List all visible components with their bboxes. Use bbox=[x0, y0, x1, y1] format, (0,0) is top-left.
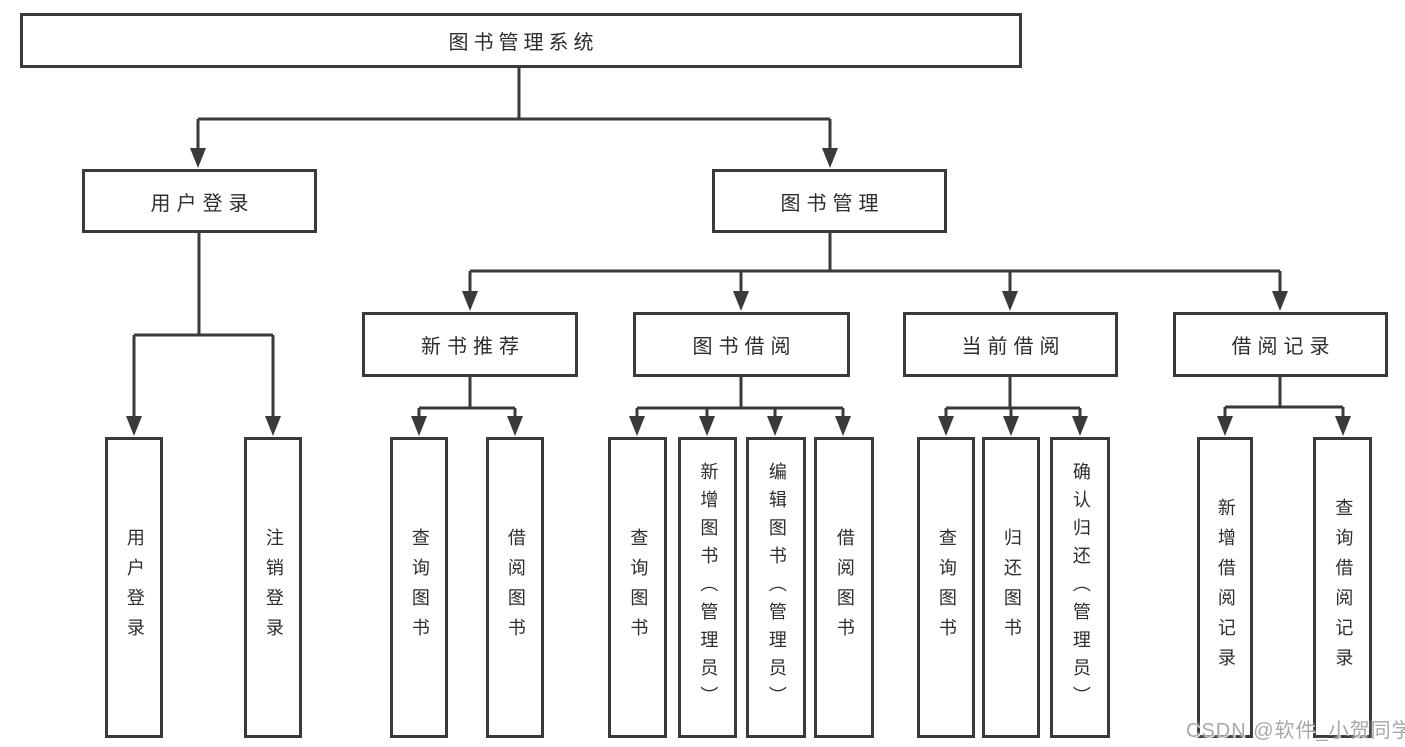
arrow-down-icon bbox=[767, 416, 783, 436]
leaf-query-books-recommend: 查询图书 bbox=[390, 437, 448, 738]
leaf-query-borrow-record: 查询借阅记录 bbox=[1313, 437, 1372, 738]
arrow-down-icon bbox=[1217, 416, 1233, 436]
node-library-management-system: 图书管理系统 bbox=[20, 13, 1022, 68]
leaf-label: 查询借阅记录 bbox=[1333, 497, 1354, 678]
node-borrow-records: 借阅记录 bbox=[1173, 312, 1388, 377]
leaf-label: 注销登录 bbox=[263, 527, 284, 648]
leaf-label: 新增借阅记录 bbox=[1215, 497, 1236, 678]
csdn-watermark: CSDN @软件_小贺同学 bbox=[1186, 720, 1405, 742]
leaf-return-books: 归还图书 bbox=[982, 437, 1040, 738]
leaf-label: 查询图书 bbox=[409, 527, 430, 648]
leaf-label: 编辑图书（管理员） bbox=[766, 461, 787, 714]
arrow-down-icon bbox=[699, 416, 715, 436]
leaf-label: 查询图书 bbox=[936, 527, 957, 648]
node-book-management: 图书管理 bbox=[712, 169, 947, 233]
leaf-logout: 注销登录 bbox=[244, 437, 302, 738]
arrow-down-icon bbox=[938, 416, 954, 436]
leaf-borrow-books-recommend: 借阅图书 bbox=[486, 437, 544, 738]
arrow-down-icon bbox=[1002, 291, 1018, 311]
arrow-down-icon bbox=[190, 148, 206, 168]
leaf-label: 借阅图书 bbox=[834, 527, 855, 648]
arrow-down-icon bbox=[265, 416, 281, 436]
node-current-borrowing: 当前借阅 bbox=[903, 312, 1118, 377]
arrow-down-icon bbox=[1072, 416, 1088, 436]
leaf-label: 确认归还（管理员） bbox=[1070, 461, 1091, 714]
arrow-down-icon bbox=[126, 416, 142, 436]
leaf-confirm-return-admin: 确认归还（管理员） bbox=[1050, 437, 1110, 738]
arrow-down-icon bbox=[411, 416, 427, 436]
leaf-query-books-borrowing: 查询图书 bbox=[608, 437, 667, 738]
arrow-down-icon bbox=[507, 416, 523, 436]
arrow-down-icon bbox=[629, 416, 645, 436]
leaf-label: 归还图书 bbox=[1001, 527, 1022, 648]
arrow-down-icon bbox=[822, 148, 838, 168]
leaf-edit-books-admin: 编辑图书（管理员） bbox=[746, 437, 806, 738]
leaf-user-login: 用户登录 bbox=[105, 437, 163, 738]
arrow-down-icon bbox=[1335, 416, 1351, 436]
node-user-login: 用户登录 bbox=[82, 169, 317, 233]
arrow-down-icon bbox=[462, 291, 478, 311]
leaf-label: 借阅图书 bbox=[505, 527, 526, 648]
leaf-label: 用户登录 bbox=[124, 527, 145, 648]
leaf-label: 查询图书 bbox=[628, 527, 649, 648]
leaf-add-books-admin: 新增图书（管理员） bbox=[678, 437, 737, 738]
arrow-down-icon bbox=[835, 416, 851, 436]
leaf-borrow-books-borrowing: 借阅图书 bbox=[814, 437, 874, 738]
leaf-label: 新增图书（管理员） bbox=[698, 461, 719, 714]
node-book-borrowing: 图书借阅 bbox=[633, 312, 850, 377]
arrow-down-icon bbox=[1272, 291, 1288, 311]
node-new-book-recommend: 新书推荐 bbox=[362, 312, 578, 377]
arrow-down-icon bbox=[1003, 416, 1019, 436]
leaf-add-borrow-record: 新增借阅记录 bbox=[1197, 437, 1253, 738]
arrow-down-icon bbox=[733, 291, 749, 311]
leaf-query-books-current: 查询图书 bbox=[917, 437, 975, 738]
